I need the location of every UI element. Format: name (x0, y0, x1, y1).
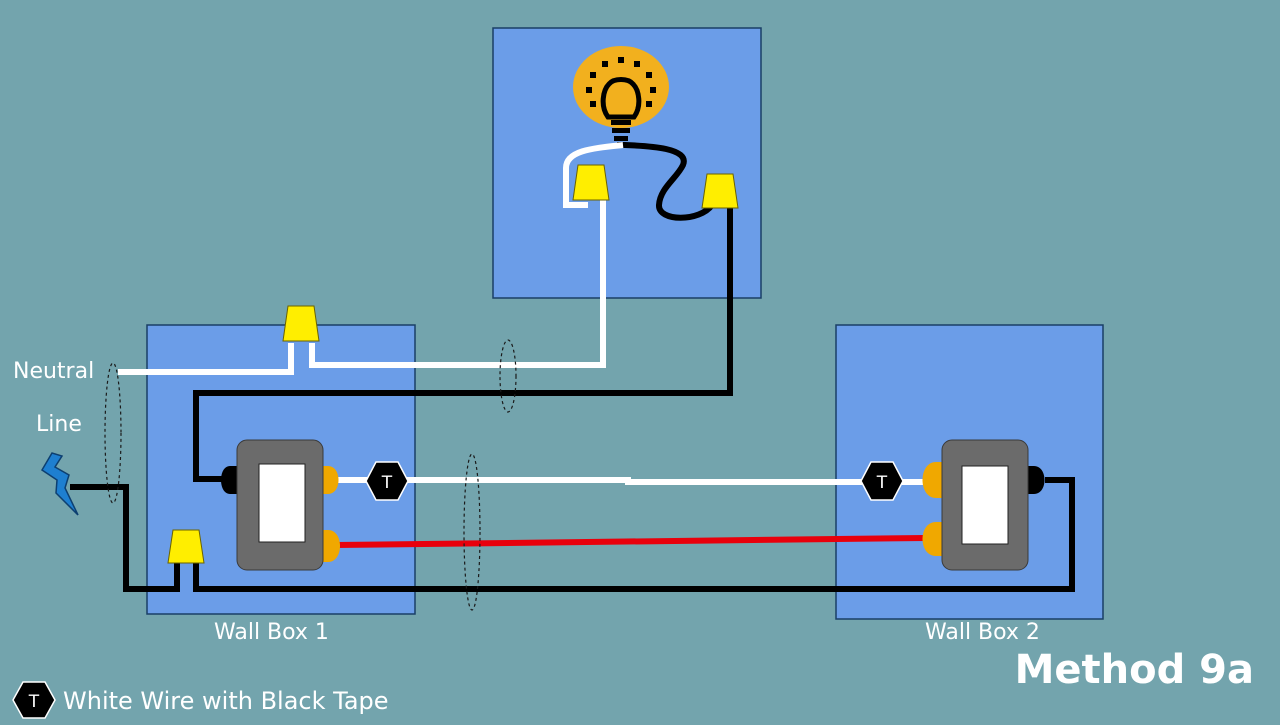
legend-label: White Wire with Black Tape (63, 687, 389, 715)
svg-text:T: T (876, 473, 888, 493)
wire-nut-icon (282, 305, 320, 342)
switch-toggle (961, 465, 1009, 545)
cable-bundle-outline (463, 453, 481, 611)
neutral-label: Neutral (13, 359, 95, 384)
method-title: Method 9a (1014, 647, 1254, 693)
three-way-switch-2 (922, 439, 1045, 571)
traveler-terminal (922, 522, 944, 556)
hexagon-tape-icon: T (860, 461, 904, 501)
line-hot-wire (70, 484, 180, 592)
hexagon-tape-icon: T (365, 461, 409, 501)
traveler-terminal (320, 530, 340, 562)
traveler-wire-white (336, 477, 925, 485)
common-terminal (1026, 466, 1045, 494)
wall-box-2-label: Wall Box 2 (925, 620, 1040, 645)
svg-text:T: T (28, 692, 40, 712)
three-way-switch-1 (221, 439, 340, 571)
traveler-terminal (922, 462, 944, 498)
neutral-wire-incoming (118, 343, 294, 375)
wire-nut-icon (167, 529, 205, 564)
neutral-wire-to-fixture (309, 200, 606, 368)
switched-hot-wire (193, 208, 733, 482)
wall-box-1-label: Wall Box 1 (214, 620, 329, 645)
line-to-switch-2-wire (193, 477, 1075, 592)
wire-nut-icon (701, 173, 739, 209)
cable-bundle-outline (499, 339, 517, 413)
common-terminal (221, 466, 238, 494)
lightbulb-icon (573, 46, 669, 148)
traveler-wire-red (335, 535, 926, 548)
line-label: Line (36, 412, 82, 437)
neutral-wire-fixture-loop (563, 142, 624, 208)
wire-nut-icon (572, 164, 610, 201)
switch-toggle (258, 463, 306, 543)
hot-wire-fixture-to-nut (622, 142, 715, 221)
cable-bundle-outline (104, 362, 122, 504)
traveler-terminal (320, 466, 339, 494)
legend-hexagon-icon: T (12, 681, 56, 719)
lightning-bolt-icon (40, 452, 79, 516)
svg-text:T: T (381, 473, 393, 493)
